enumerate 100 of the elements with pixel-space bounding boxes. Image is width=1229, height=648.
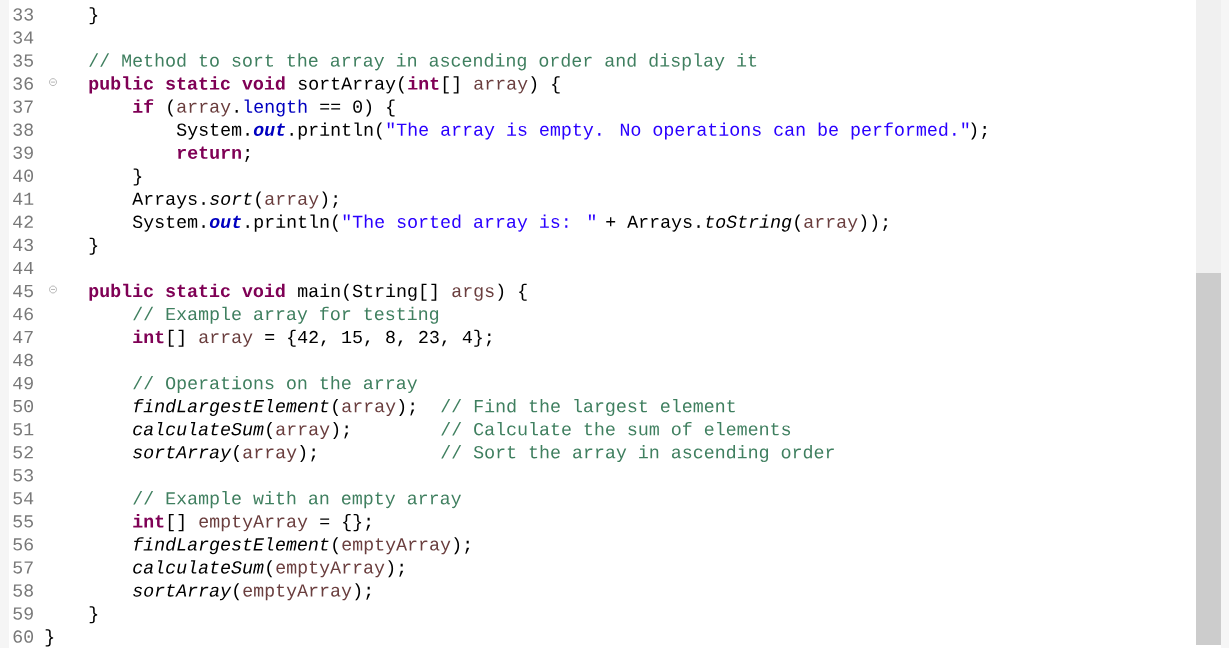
code-text: (	[333, 537, 339, 555]
code-text: array	[804, 218, 858, 232]
line-number: 36	[13, 77, 33, 90]
code-text: }	[45, 629, 54, 647]
line-number: 51	[13, 423, 34, 436]
code-comment: // Example with an empty array	[133, 491, 461, 509]
code-text: );	[399, 398, 415, 416]
code-text: ) {	[531, 76, 560, 94]
line-number: 34	[13, 31, 34, 44]
code-text: );	[322, 191, 338, 209]
code-text: array	[474, 79, 528, 94]
code-text: .println(	[290, 122, 382, 140]
line-number: 55	[13, 515, 33, 528]
line-number: 41	[13, 192, 34, 205]
code-text: findLargestElement	[134, 398, 329, 416]
code-keyword: if	[133, 99, 154, 113]
code-text: out	[209, 215, 241, 229]
code-text: []	[168, 329, 184, 347]
line-number: 56	[13, 538, 33, 551]
code-text: args	[452, 287, 494, 301]
code-text: array	[342, 402, 396, 416]
code-text: == 0) {	[320, 99, 395, 117]
code-text: );	[300, 445, 316, 463]
code-text: = {};	[320, 514, 371, 532]
code-text: sort	[210, 192, 252, 205]
code-comment: // Calculate the sum of elements	[441, 421, 791, 436]
line-number: 44	[13, 261, 34, 274]
code-text: (	[168, 99, 174, 117]
code-text: ;	[245, 149, 250, 162]
line-number: 48	[13, 353, 33, 367]
code-text: emptyArray	[276, 561, 385, 578]
code-text: out	[253, 123, 285, 136]
code-text: (	[234, 445, 240, 463]
code-text: toString	[706, 214, 792, 232]
line-number: 33	[13, 8, 33, 21]
line-number: 38	[13, 123, 33, 136]
line-number: 59	[13, 607, 33, 620]
code-text: array	[243, 448, 297, 463]
line-number: 50	[13, 399, 34, 413]
code-text: Arrays.	[132, 192, 205, 209]
code-text: emptyArray	[342, 538, 451, 555]
code-text: sortArray(	[298, 76, 404, 94]
code-text: System.	[132, 215, 205, 232]
code-keyword: public static void	[89, 283, 285, 301]
code-keyword: public static void	[89, 76, 285, 94]
code-text: );	[454, 537, 470, 555]
string-literal: "The sorted array is: "	[343, 214, 595, 232]
code-text: findLargestElement	[134, 537, 329, 555]
code-text: calculateSum	[133, 560, 264, 574]
code-comment: // Sort the array in ascending order	[441, 445, 834, 463]
code-keyword: int	[408, 76, 439, 90]
code-text: );	[355, 583, 371, 601]
code-text: );	[333, 421, 349, 439]
line-number: 52	[13, 446, 33, 459]
code-text: []	[168, 514, 184, 532]
code-text: = {42, 15, 8, 23, 4};	[265, 329, 491, 347]
code-text: array	[265, 194, 319, 209]
line-number: 45	[13, 284, 33, 298]
code-text: ) {	[498, 283, 527, 301]
code-comment: // Operations on the array	[133, 375, 418, 393]
code-text: (	[267, 560, 273, 578]
line-number: 35	[13, 54, 33, 67]
code-text: ));	[861, 214, 888, 232]
code-text: array	[199, 333, 253, 347]
code-text: );	[388, 560, 404, 578]
line-number: 54	[13, 492, 34, 505]
line-number: 53	[13, 469, 33, 482]
code-keyword: int	[133, 329, 164, 344]
line-number: 42	[13, 215, 33, 228]
code-text: (	[256, 191, 262, 209]
code-text: .println(	[246, 214, 338, 232]
code-text: (	[795, 214, 801, 232]
code-text: (	[234, 583, 240, 601]
line-number: 47	[13, 331, 33, 344]
code-text: + Arrays.	[606, 215, 700, 232]
code-text: main(String[]	[298, 283, 437, 301]
code-text: length	[244, 99, 307, 117]
code-text: (	[267, 421, 273, 439]
code-text: sortArray	[133, 446, 232, 463]
code-text: emptyArray	[199, 515, 308, 532]
line-number: 46	[13, 307, 33, 321]
code-text: );	[971, 122, 987, 140]
code-keyword: return	[177, 146, 241, 159]
code-text: .	[235, 110, 238, 113]
line-number: 49	[13, 376, 33, 390]
line-number: 60	[13, 630, 34, 643]
code-text: []	[443, 76, 459, 94]
code-keyword: int	[133, 514, 164, 528]
code-comment: // Method to sort the array in ascending order and display it	[89, 53, 757, 71]
code-text: }	[133, 168, 142, 186]
line-number: 40	[13, 169, 34, 182]
line-number: 57	[13, 561, 33, 574]
code-text: sortArray	[133, 584, 232, 601]
code-text: }	[89, 237, 98, 255]
code-text: (	[333, 398, 339, 416]
code-text: emptyArray	[243, 584, 352, 601]
code-text: }	[89, 7, 98, 25]
line-number: 43	[13, 238, 33, 252]
code-text: System.	[176, 123, 249, 140]
line-number: 58	[13, 584, 33, 597]
